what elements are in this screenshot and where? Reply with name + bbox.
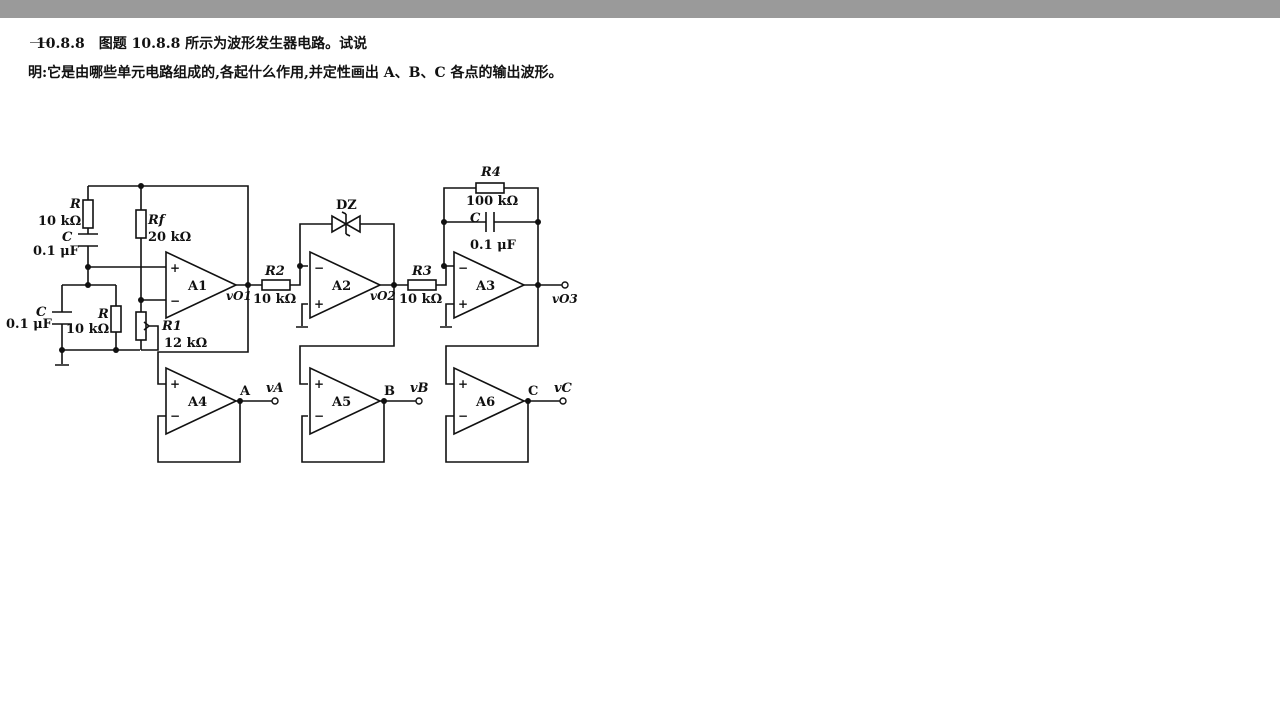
label-c-bot: C: [36, 305, 47, 320]
label-c-top: C: [62, 230, 73, 245]
question-line-1: 10.8.8 图题 10.8.8 所示为波形发生器电路。试说: [36, 33, 367, 53]
wires-stage-2: [296, 223, 454, 385]
label-r4-val: 100 kΩ: [466, 194, 518, 209]
op-amp-a3: [453, 250, 526, 320]
label-rf: Rf: [147, 213, 167, 228]
label-r3: R3: [411, 264, 432, 279]
margin-mark: [30, 42, 50, 43]
a1-plus: +: [170, 261, 180, 275]
label-c3: C: [470, 211, 481, 226]
wires-stage-3: [440, 187, 562, 385]
top-bar: [0, 0, 1280, 18]
label-vo2: vO2: [370, 289, 396, 303]
label-r1-val: 12 kΩ: [164, 336, 207, 351]
output-terminal-va: [271, 397, 279, 405]
component-shapes-stage-2: [309, 211, 437, 320]
label-a5: A5: [331, 395, 351, 410]
a1-minus: −: [170, 294, 180, 308]
label-vo1: vO1: [226, 289, 252, 303]
label-c-top-val: 0.1 μF: [33, 244, 80, 259]
resistor-r-bot: [110, 305, 122, 333]
a5-minus: −: [314, 409, 324, 423]
label-point-b: B: [384, 384, 395, 399]
resistor-r2: [261, 279, 291, 291]
question-number: 10.8.8: [36, 36, 85, 52]
junction-dots-stage-2: [297, 263, 397, 288]
capacitor-c3: [485, 212, 495, 232]
resistor-r-top: [82, 199, 94, 229]
op-amp-a4: [165, 366, 238, 436]
a4-minus: −: [170, 409, 180, 423]
a2-minus: −: [314, 261, 324, 275]
output-terminal-vb: [415, 397, 423, 405]
buffer-stage: [157, 366, 567, 463]
label-vo3: vO3: [552, 292, 578, 306]
resistor-rf: [135, 209, 147, 239]
op-amp-a5: [309, 366, 382, 436]
label-r2: R2: [264, 264, 285, 279]
question-line-2: 明:它是由哪些单元电路组成的,各起什么作用,并定性画出 A、B、C 各点的输出波…: [28, 65, 563, 81]
label-vc: vC: [554, 381, 573, 396]
output-terminal-vc: [559, 397, 567, 405]
label-point-c: C: [528, 384, 538, 399]
label-r-top-val: 10 kΩ: [38, 214, 81, 229]
a6-plus: +: [458, 377, 468, 391]
op-amp-a6: [453, 366, 526, 436]
label-a3: A3: [475, 279, 495, 294]
label-r1: R1: [161, 319, 182, 334]
capacitor-c-top: [78, 233, 98, 247]
label-c-bot-val: 0.1 μF: [6, 317, 53, 332]
label-r-top: R: [69, 197, 81, 212]
zener-diode-dz: [331, 211, 361, 237]
labels: R 10 kΩ C 0.1 μF C 0.1 μF R 10 kΩ Rf 20 …: [6, 165, 578, 423]
component-shapes-stage-3: [453, 182, 569, 320]
label-r-bot: R: [97, 307, 109, 322]
label-r4: R4: [480, 165, 501, 180]
question-text-1: 图题 10.8.8 所示为波形发生器电路。试说: [98, 36, 368, 52]
label-a4: A4: [187, 395, 207, 410]
output-terminal-vo3: [561, 281, 569, 289]
resistor-r3: [407, 279, 437, 291]
potentiometer-r1: [135, 311, 147, 341]
label-vb: vB: [410, 381, 429, 396]
a3-plus: +: [458, 297, 468, 311]
a4-plus: +: [170, 377, 180, 391]
junction-dots-stage-3: [441, 219, 541, 288]
a3-minus: −: [458, 261, 468, 275]
label-dz: DZ: [336, 198, 357, 213]
capacitor-c-bot: [52, 311, 72, 325]
a6-minus: −: [458, 409, 468, 423]
label-a2: A2: [331, 279, 351, 294]
pot-wiper-arrow: [143, 321, 150, 331]
junction-dots-stage-1: [59, 183, 251, 353]
label-a6: A6: [475, 395, 495, 410]
label-r2-val: 10 kΩ: [253, 292, 296, 307]
a5-plus: +: [314, 377, 324, 391]
label-point-a: A: [239, 384, 251, 399]
op-amp-a1: [165, 250, 238, 320]
resistor-r4: [475, 182, 505, 194]
label-r3-val: 10 kΩ: [399, 292, 442, 307]
label-c3-val: 0.1 μF: [470, 238, 517, 253]
a2-plus: +: [314, 297, 324, 311]
label-rf-val: 20 kΩ: [148, 230, 191, 245]
label-a1: A1: [187, 279, 207, 294]
label-va: vA: [266, 381, 284, 396]
op-amp-a2: [309, 250, 382, 320]
label-r-bot-val: 10 kΩ: [66, 322, 109, 337]
component-shapes-stage-1: [52, 199, 291, 341]
